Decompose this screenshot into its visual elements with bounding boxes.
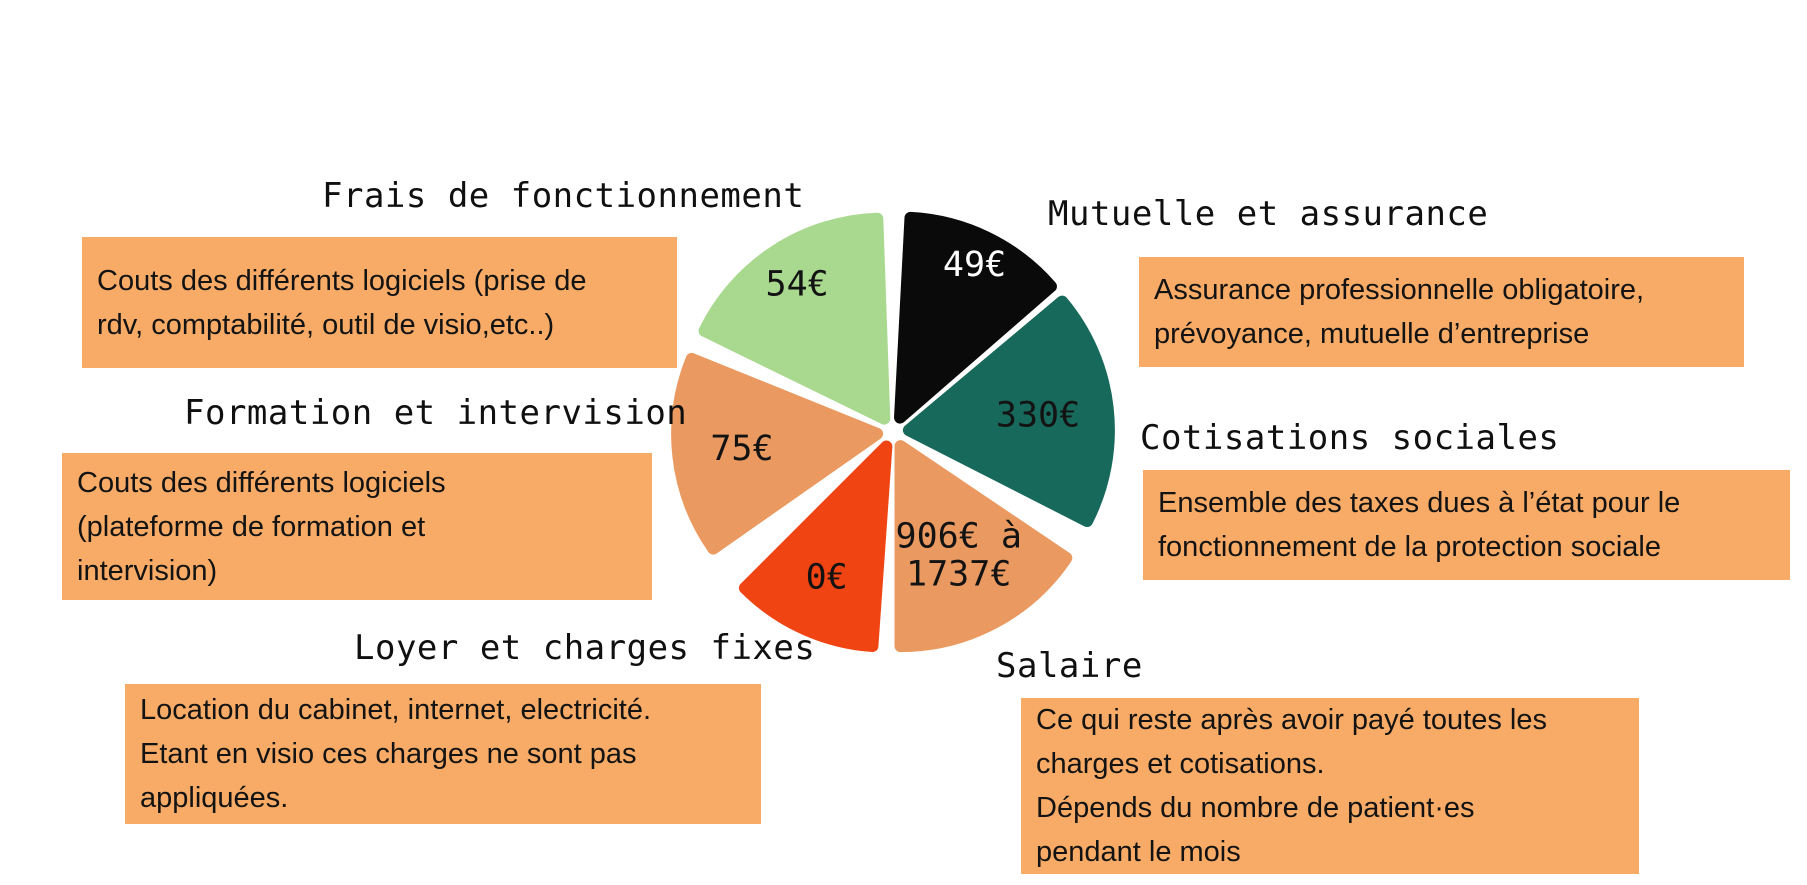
slice-title-formation-et-intervision: Formation et intervision [184, 393, 688, 433]
pie-label-loyer-et-charges-fixes: 0€ [806, 558, 848, 598]
pie-label-salaire-line1: 906€ à [896, 517, 1022, 557]
description-box-frais-de-fonctionnement: Couts des différents logiciels (prise de… [82, 237, 677, 368]
pie-label-cotisations-sociales: 330€ [996, 395, 1080, 435]
description-box-formation-et-intervision: Couts des différents logiciels (platefor… [62, 453, 652, 600]
pie-slice-mutuelle-et-assurance [894, 211, 1057, 424]
pie-slice-frais-de-fonctionnement [698, 212, 891, 425]
description-box-mutuelle-et-assurance: Assurance professionnelle obligatoire, p… [1139, 257, 1744, 367]
description-text-loyer-et-charges-fixes: Location du cabinet, internet, electrici… [140, 694, 652, 814]
description-text-salaire: Ce qui reste après avoir payé toutes les… [1036, 704, 1547, 868]
description-text-frais-de-fonctionnement: Couts des différents logiciels (prise de… [97, 264, 587, 341]
description-text-cotisations-sociales: Ensemble des taxes dues à l’état pour le… [1158, 487, 1681, 563]
description-box-cotisations-sociales: Ensemble des taxes dues à l’état pour le… [1143, 470, 1790, 580]
pie-label-mutuelle-et-assurance: 49€ [943, 245, 1006, 285]
slice-title-loyer-et-charges-fixes: Loyer et charges fixes [354, 628, 816, 668]
pie-slice-cotisations-sociales [902, 295, 1115, 527]
description-text-mutuelle-et-assurance: Assurance professionnelle obligatoire, p… [1154, 274, 1645, 350]
pie-slice-loyer-et-charges-fixes [738, 440, 893, 653]
description-box-loyer-et-charges-fixes: Location du cabinet, internet, electrici… [125, 684, 761, 824]
pie-label-frais-de-fonctionnement: 54€ [766, 264, 829, 304]
slice-title-mutuelle-et-assurance: Mutuelle et assurance [1048, 194, 1489, 234]
slice-title-salaire: Salaire [996, 646, 1143, 686]
pie-label-formation-et-intervision: 75€ [710, 429, 773, 469]
description-text-formation-et-intervision: Couts des différents logiciels (platefor… [77, 466, 446, 587]
slice-title-cotisations-sociales: Cotisations sociales [1140, 418, 1560, 458]
pie-slice-salaire [894, 440, 1073, 653]
pie-label-salaire-line2: 1737€ [906, 555, 1011, 595]
slice-title-frais-de-fonctionnement: Frais de fonctionnement [322, 176, 805, 216]
pie-slice-formation-et-intervision [671, 352, 884, 555]
description-box-salaire: Ce qui reste après avoir payé toutes les… [1021, 698, 1639, 874]
